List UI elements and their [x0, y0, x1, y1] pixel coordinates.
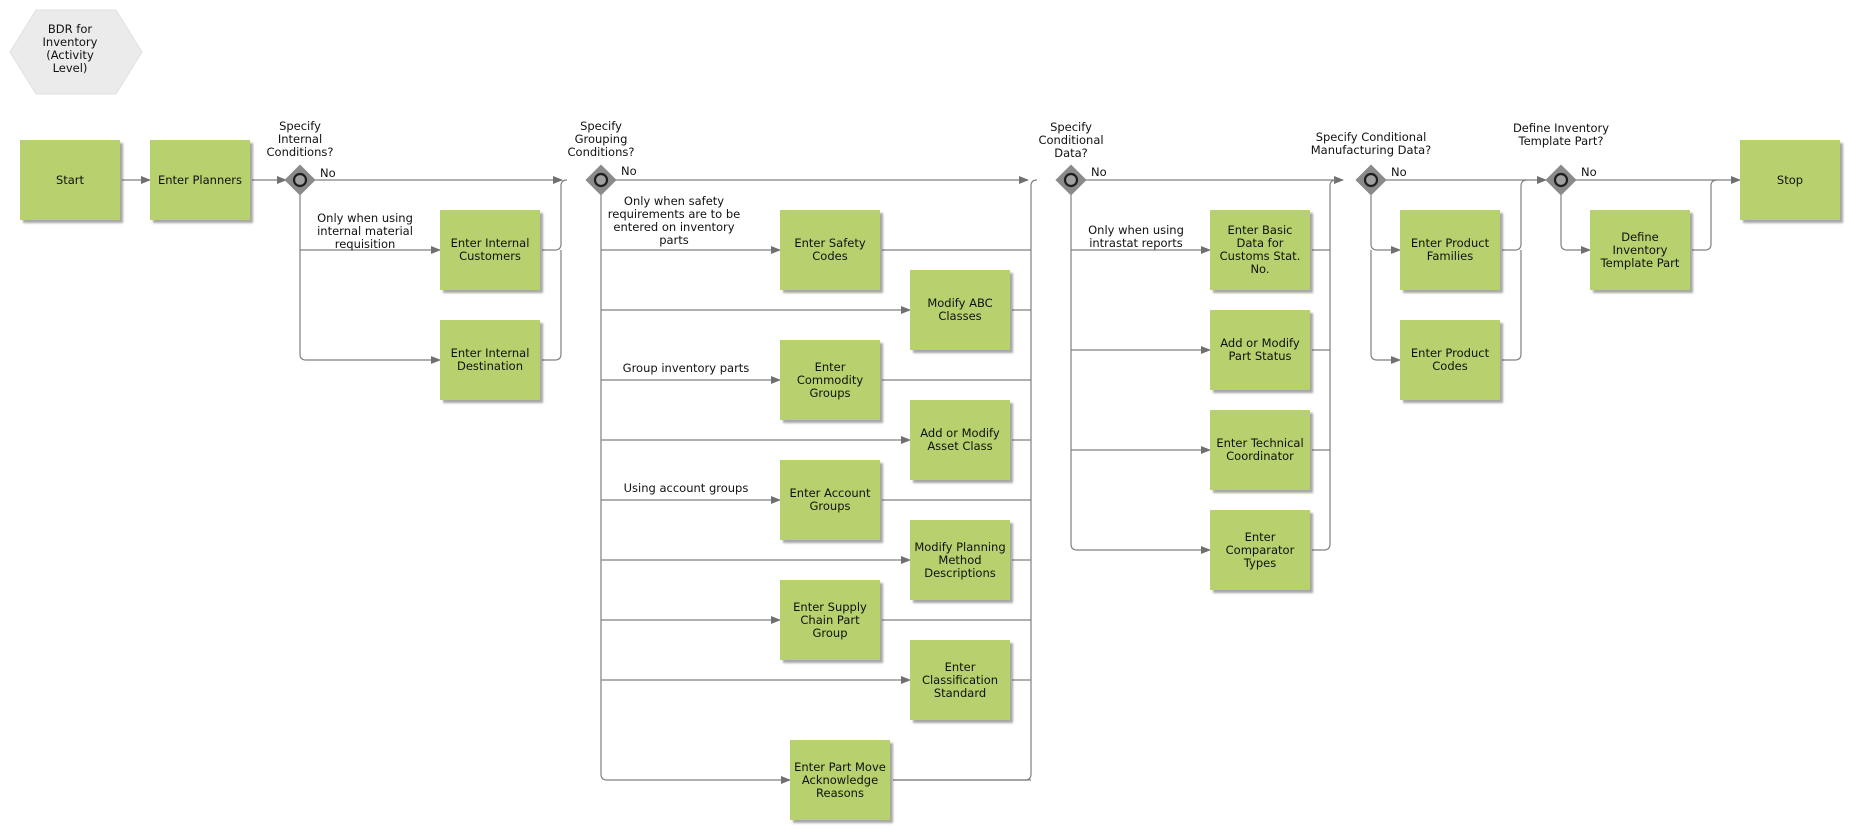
flow-part-move-merge	[893, 773, 1032, 781]
gateway-g4	[1355, 164, 1387, 196]
no-label-g3: No	[1091, 165, 1107, 179]
no-label-g5: No	[1581, 165, 1597, 179]
activity-stop[interactable]: Stop	[1740, 140, 1840, 220]
activity-enter-safety-codes[interactable]: Enter Safety Codes	[780, 210, 880, 290]
gateway-g5	[1545, 164, 1577, 196]
flow-g4-families	[1370, 194, 1401, 254]
flow-g3-merge	[1312, 179, 1337, 551]
flow-g4-merge	[1502, 179, 1528, 251]
condition-internal-material: Only when using internal material requis…	[317, 211, 413, 251]
flow-g2-trunk	[600, 194, 791, 784]
gateway-label-g1: Specify Internal Conditions?	[266, 119, 334, 159]
activity-enter-classification[interactable]: Enter Classification Standard	[910, 640, 1010, 720]
activity-modify-abc-classes[interactable]: Modify ABC Classes	[910, 270, 1010, 350]
no-label-g4: No	[1391, 165, 1407, 179]
activity-modify-planning-method[interactable]: Modify Planning Method Descriptions	[910, 520, 1010, 600]
flow-internal-customers-merge	[542, 179, 568, 251]
flow-internal-destination-merge	[542, 250, 562, 361]
gateway-g3	[1055, 164, 1087, 196]
condition-account-groups: Using account groups	[623, 481, 749, 495]
activity-enter-internal-customers[interactable]: Enter Internal Customers	[440, 210, 540, 290]
activity-define-inventory-template[interactable]: Define Inventory Template Part	[1590, 210, 1690, 290]
header-hexagon	[9, 9, 143, 95]
gateway-label-g5: Define Inventory Template Part?	[1512, 121, 1610, 148]
gateway-g2	[585, 164, 617, 196]
flow-g5-merge	[1692, 179, 1718, 251]
condition-safety-requirements: Only when safety requirements are to be …	[607, 194, 741, 247]
activity-enter-planners[interactable]: Enter Planners	[150, 140, 250, 220]
no-label-g2: No	[621, 164, 637, 178]
activity-start[interactable]: Start	[20, 140, 120, 220]
activity-enter-product-codes[interactable]: Enter Product Codes	[1400, 320, 1500, 400]
activity-enter-part-move[interactable]: Enter Part Move Acknowledge Reasons	[790, 740, 890, 820]
activity-enter-technical-coordinator[interactable]: Enter Technical Coordinator	[1210, 410, 1310, 490]
activity-enter-comparator-types[interactable]: Enter Comparator Types	[1210, 510, 1310, 590]
activity-enter-product-families[interactable]: Enter Product Families	[1400, 210, 1500, 290]
gateway-label-g3: Specify Conditional Data?	[1038, 120, 1104, 160]
header-label: BDR for Inventory (Activity Level)	[42, 22, 98, 75]
activity-enter-basic-data-customs[interactable]: Enter Basic Data for Customs Stat. No.	[1210, 210, 1310, 290]
no-label-g1: No	[320, 166, 336, 180]
activity-enter-commodity-groups[interactable]: Enter Commodity Groups	[780, 340, 880, 420]
activity-enter-account-groups[interactable]: Enter Account Groups	[780, 460, 880, 540]
gateway-label-g4: Specify Conditional Manufacturing Data?	[1310, 130, 1432, 157]
activity-add-modify-part-status[interactable]: Add or Modify Part Status	[1210, 310, 1310, 390]
condition-group-inventory: Group inventory parts	[622, 361, 750, 375]
activity-enter-internal-destination[interactable]: Enter Internal Destination	[440, 320, 540, 400]
flow-g3-trunk	[1070, 194, 1211, 554]
condition-intrastat: Only when using intrastat reports	[1088, 223, 1184, 250]
flow-g5-define	[1560, 194, 1591, 254]
activity-enter-supply-chain[interactable]: Enter Supply Chain Part Group	[780, 580, 880, 660]
flow-g1-internal-destination	[299, 250, 441, 364]
activity-add-modify-asset-class[interactable]: Add or Modify Asset Class	[910, 400, 1010, 480]
flow-codes-merge	[1502, 250, 1522, 361]
gateway-label-g2: Specify Grouping Conditions?	[567, 119, 635, 159]
flow-g4-codes	[1370, 250, 1401, 364]
gateway-g1	[284, 164, 316, 196]
